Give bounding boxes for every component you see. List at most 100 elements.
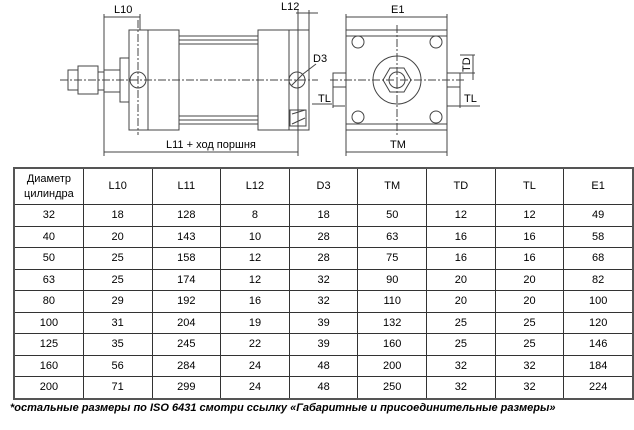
table-cell: 19: [220, 311, 290, 334]
table-cell: 16: [494, 247, 565, 270]
header-e1: E1: [563, 167, 634, 205]
table-cell: 128: [151, 204, 222, 227]
table-cell: 32: [494, 354, 565, 377]
header-cylinder-diameter: Диаметр цилиндра: [13, 167, 84, 205]
label-l11: L11 + ход поршня: [166, 139, 256, 151]
table-cell: 125: [13, 333, 84, 356]
table-cell: 22: [220, 333, 290, 356]
table-cell: 192: [151, 290, 222, 313]
label-l12: L12: [281, 1, 299, 13]
table-cell: 16: [426, 225, 496, 248]
table-cell: 20: [494, 290, 565, 313]
table-cell: 204: [151, 311, 222, 334]
table-cell: 39: [288, 333, 359, 356]
table-cell: 200: [13, 376, 84, 399]
label-tl-side: TL: [318, 93, 331, 105]
table-cell: 28: [288, 247, 359, 270]
label-e1: E1: [391, 4, 404, 16]
table-cell: 132: [357, 311, 428, 334]
cylinder-end-view: [330, 14, 480, 156]
table-cell: 48: [288, 376, 359, 399]
table-cell: 250: [357, 376, 428, 399]
table-cell: 32: [494, 376, 565, 399]
label-tm: TM: [390, 139, 406, 151]
table-cell: 39: [288, 311, 359, 334]
table-cell: 32: [288, 290, 359, 313]
table-cell: 16: [494, 225, 565, 248]
table-cell: 24: [220, 376, 290, 399]
table-cell: 32: [13, 204, 84, 227]
table-cell: 29: [82, 290, 153, 313]
table-cell: 12: [220, 268, 290, 291]
table-cell: 100: [563, 290, 634, 313]
label-d3: D3: [313, 53, 327, 65]
label-tl-end: TL: [464, 93, 477, 105]
table-cell: 50: [13, 247, 84, 270]
table-cell: 8: [220, 204, 290, 227]
table-cell: 58: [563, 225, 634, 248]
table-cell: 40: [13, 225, 84, 248]
table-cell: 82: [563, 268, 634, 291]
table-cell: 120: [563, 311, 634, 334]
table-cell: 32: [426, 354, 496, 377]
table-cell: 25: [494, 311, 565, 334]
table-cell: 12: [220, 247, 290, 270]
table-cell: 68: [563, 247, 634, 270]
table-cell: 25: [494, 333, 565, 356]
table-cell: 56: [82, 354, 153, 377]
table-cell: 12: [494, 204, 565, 227]
table-cell: 146: [563, 333, 634, 356]
table-cell: 12: [426, 204, 496, 227]
header-tm: TM: [357, 167, 428, 205]
table-cell: 24: [220, 354, 290, 377]
table-cell: 25: [82, 247, 153, 270]
header-l12: L12: [220, 167, 290, 205]
table-cell: 10: [220, 225, 290, 248]
table-cell: 25: [426, 333, 496, 356]
table-cell: 32: [426, 376, 496, 399]
header-tl: TL: [494, 167, 565, 205]
table-cell: 48: [288, 354, 359, 377]
table-cell: 50: [357, 204, 428, 227]
table-cell: 16: [220, 290, 290, 313]
table-cell: 20: [494, 268, 565, 291]
table-cell: 31: [82, 311, 153, 334]
table-cell: 143: [151, 225, 222, 248]
table-cell: 90: [357, 268, 428, 291]
table-cell: 299: [151, 376, 222, 399]
table-cell: 25: [426, 311, 496, 334]
header-line: цилиндра: [24, 187, 74, 200]
table-cell: 184: [563, 354, 634, 377]
table-cell: 18: [288, 204, 359, 227]
table-cell: 25: [82, 268, 153, 291]
table-cell: 18: [82, 204, 153, 227]
header-d3: D3: [288, 167, 359, 205]
footnote: *остальные размеры по ISO 6431 смотри сс…: [10, 402, 556, 414]
table-cell: 174: [151, 268, 222, 291]
table-cell: 71: [82, 376, 153, 399]
table-cell: 35: [82, 333, 153, 356]
table-cell: 32: [288, 268, 359, 291]
table-cell: 224: [563, 376, 634, 399]
table-cell: 160: [357, 333, 428, 356]
header-l10: L10: [82, 167, 153, 205]
table-cell: 158: [151, 247, 222, 270]
table-cell: 63: [13, 268, 84, 291]
cylinder-drawing: L10 L12 D3 TL L11 + ход поршня E1 TD TL …: [60, 1, 480, 156]
table-cell: 80: [13, 290, 84, 313]
header-td: TD: [426, 167, 496, 205]
header-line: Диаметр: [26, 172, 72, 185]
table-cell: 28: [288, 225, 359, 248]
table-cell: 284: [151, 354, 222, 377]
table-cell: 16: [426, 247, 496, 270]
table-cell: 200: [357, 354, 428, 377]
